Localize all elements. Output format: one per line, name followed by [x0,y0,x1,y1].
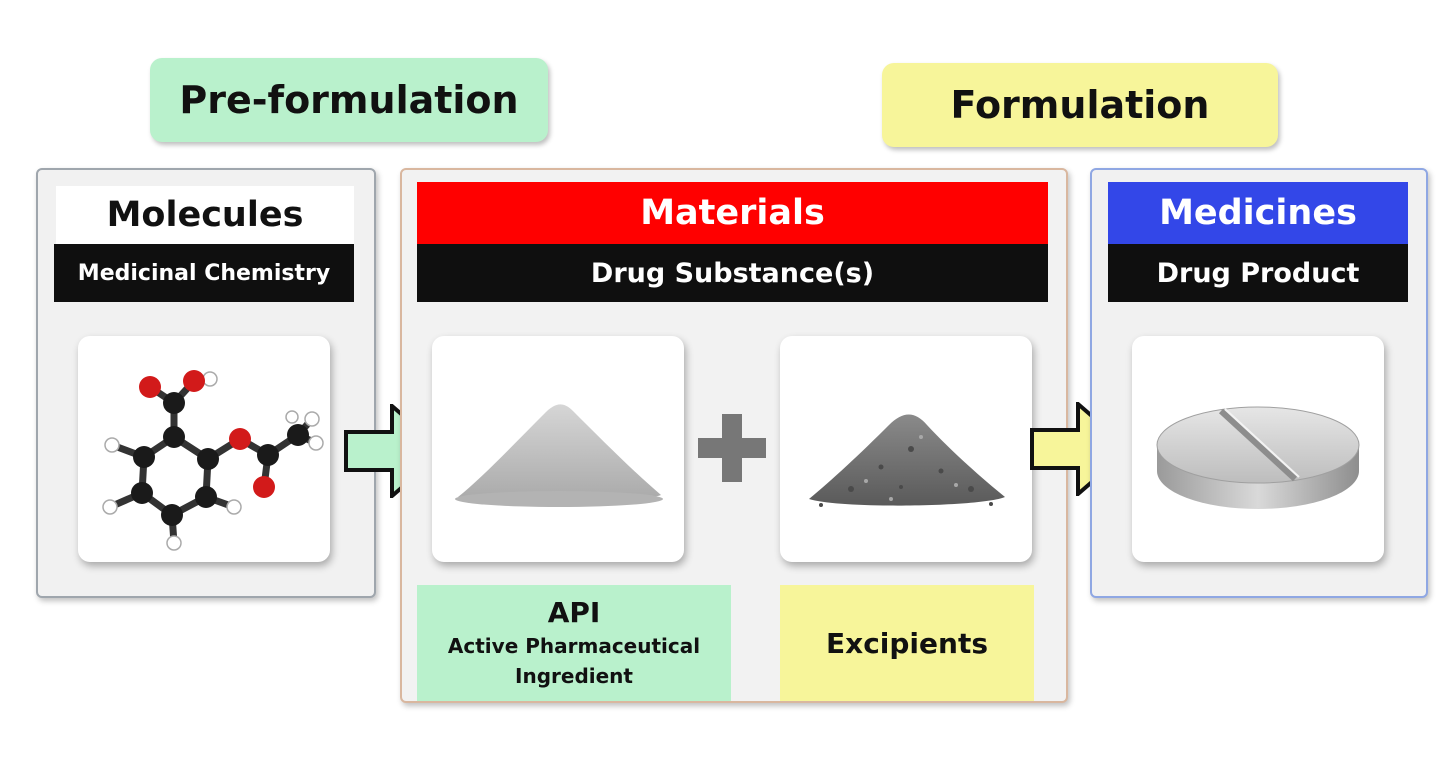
formulation-text: Formulation [950,83,1210,127]
medicines-subtitle: Drug Product [1108,244,1408,302]
medicines-title: Medicines [1108,182,1408,244]
api-powder-card [432,336,684,562]
molecules-title: Molecules [56,186,354,244]
pre-formulation-text: Pre-formulation [179,78,519,122]
api-label-box: API Active Pharmaceutical Ingredient [417,585,731,701]
molecules-subtitle: Medicinal Chemistry [54,244,354,302]
molecule-icon [102,370,324,551]
excipient-powder-card [780,336,1032,562]
api-label: API [547,596,601,629]
formulation-label: Formulation [882,63,1278,147]
api-powder-icon [455,404,663,507]
pre-formulation-label: Pre-formulation [150,58,548,142]
tablet-icon [1156,406,1360,509]
materials-subtitle: Drug Substance(s) [417,244,1048,302]
api-full-name: Active Pharmaceutical Ingredient [447,634,701,688]
tablet-card [1132,336,1384,562]
excipients-label-box: Excipients [780,585,1034,701]
plus-icon [698,414,766,482]
excipients-label: Excipients [826,626,988,660]
molecule-card [78,336,330,562]
materials-title: Materials [417,182,1048,244]
excipient-powder-icon [809,414,1005,507]
